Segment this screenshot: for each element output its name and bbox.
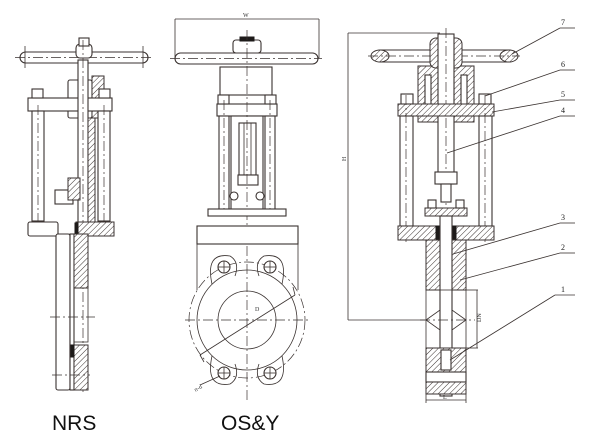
osy-gland-plate	[207, 208, 287, 217]
callout-6: 6	[484, 60, 575, 97]
bolt-holes-label: n-d	[194, 384, 204, 393]
width-label: W	[243, 13, 249, 19]
osy-stem	[238, 122, 257, 176]
nrs-gate	[69, 233, 75, 391]
section-view: H	[342, 18, 575, 403]
dn-label: DN	[477, 313, 483, 322]
width-dimension: W	[174, 13, 320, 58]
callout-2: 2	[459, 243, 575, 281]
callout-5: 5	[491, 90, 575, 113]
bracket-plate	[397, 103, 495, 117]
height-dimension: H	[342, 32, 440, 321]
svg-text:2: 2	[561, 243, 565, 252]
stem-connector	[434, 171, 458, 185]
osy-caption: OS&Y	[221, 412, 279, 435]
nrs-caption: NRS	[52, 412, 96, 435]
nrs-bolt	[98, 88, 111, 99]
callout-1: 1	[449, 285, 575, 361]
nrs-view: NRS	[15, 37, 152, 435]
callout-4: 4	[446, 106, 575, 154]
body-left	[425, 239, 441, 291]
svg-text:4: 4	[561, 106, 565, 115]
nrs-stem-section	[87, 117, 96, 229]
height-label: H	[342, 156, 348, 161]
osy-bonnet	[196, 225, 299, 245]
nrs-handwheel	[15, 37, 152, 68]
nrs-body-section-upper	[73, 233, 89, 289]
length-label: L	[443, 395, 447, 401]
osy-view: W	[170, 13, 322, 435]
nrs-bonnet-flange	[27, 221, 59, 237]
svg-text:1: 1	[561, 285, 565, 294]
svg-text:6: 6	[561, 60, 565, 69]
svg-text:7: 7	[561, 18, 565, 27]
body-right	[451, 239, 467, 291]
svg-text:3: 3	[561, 213, 565, 222]
nrs-body-section-lower	[73, 344, 89, 391]
gland	[424, 207, 468, 217]
osy-bolt	[264, 94, 277, 105]
column-right	[478, 115, 493, 227]
svg-text:5: 5	[561, 90, 565, 99]
column-left	[399, 115, 414, 227]
diameter-label: D	[255, 307, 260, 313]
part-callouts: 7 6 5 4 3 2 1	[446, 18, 575, 361]
nrs-bolt	[31, 88, 44, 99]
osy-stem-connector	[237, 174, 259, 186]
callout-7: 7	[511, 18, 575, 55]
bracket-bolt	[400, 93, 414, 105]
osy-body-flange: D n-d	[185, 255, 310, 393]
osy-bolt	[217, 94, 230, 105]
callout-3: 3	[452, 213, 575, 255]
nrs-body-left	[55, 233, 71, 391]
osy-yoke	[219, 66, 273, 96]
nrs-top-plate	[27, 97, 113, 112]
